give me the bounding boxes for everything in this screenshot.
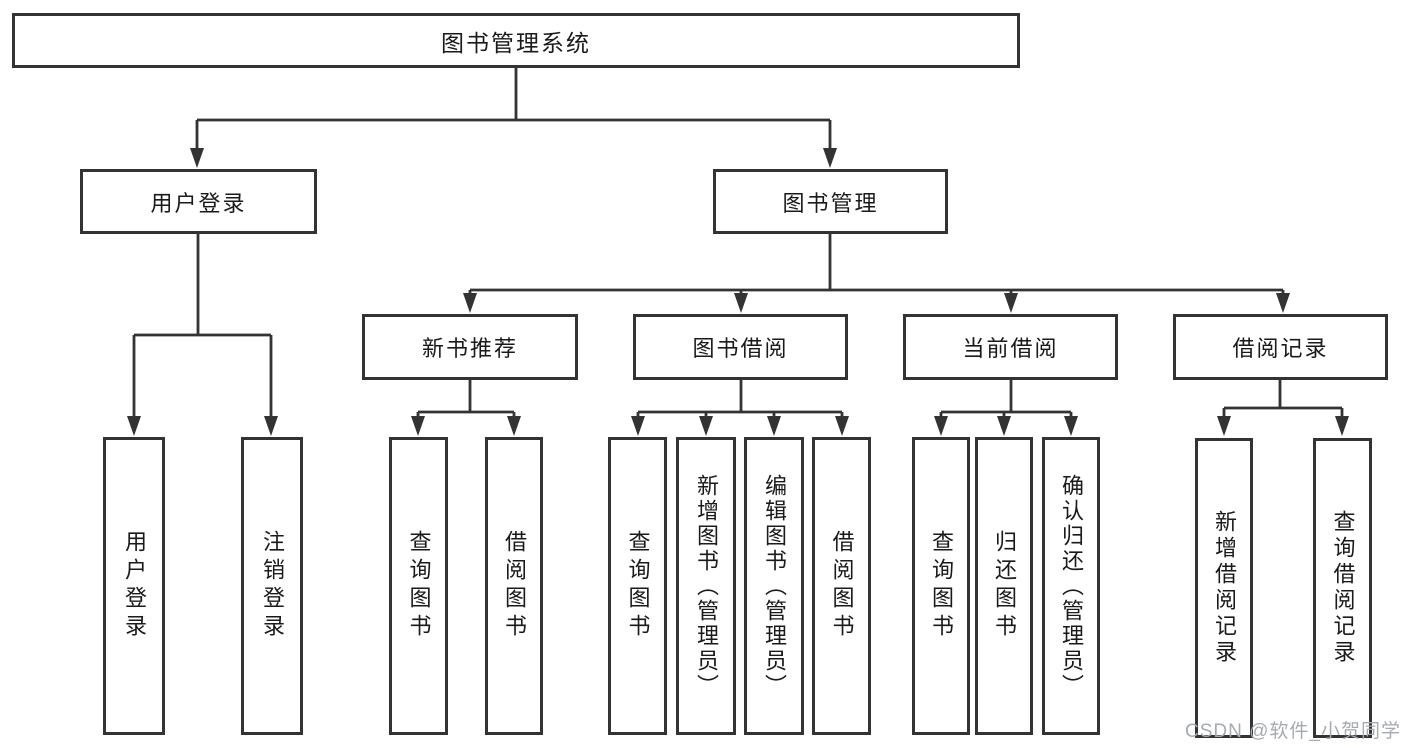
node-borrow-records: 借阅记录 (1173, 314, 1388, 380)
leaf-return-books: 归还图书 (975, 437, 1033, 735)
node-book-management: 图书管理 (713, 169, 948, 234)
node-label: 图书管理 (782, 190, 879, 216)
node-new-book-recommend: 新书推荐 (362, 314, 578, 380)
node-label: 归还图书 (992, 530, 1017, 642)
leaf-add-books-admin: 新增图书（管理员） (676, 437, 736, 735)
leaf-query-books-2: 查询图书 (608, 437, 667, 735)
leaf-borrow-books-2: 借阅图书 (812, 437, 871, 735)
leaf-query-books-1: 查询图书 (389, 437, 448, 735)
leaf-query-books-3: 查询图书 (912, 437, 970, 735)
node-label: 借阅图书 (829, 530, 855, 642)
node-label: 图书借阅 (692, 336, 789, 361)
leaf-borrow-books-1: 借阅图书 (485, 437, 543, 735)
csdn-watermark: CSDN @软件_小贺同学 (1185, 721, 1401, 742)
leaf-edit-books-admin: 编辑图书（管理员） (744, 437, 804, 735)
leaf-user-login: 用户登录 (103, 437, 165, 735)
node-user-login: 用户登录 (80, 169, 317, 234)
node-current-borrowing: 当前借阅 (903, 314, 1118, 380)
node-label: 图书管理系统 (441, 29, 591, 56)
node-label: 查询图书 (406, 530, 432, 642)
node-label: 编辑图书（管理员） (762, 473, 787, 699)
node-label: 用户登录 (150, 190, 247, 216)
node-label: 新增图书（管理员） (694, 473, 719, 699)
node-label: 查询图书 (625, 530, 651, 642)
node-book-borrowing: 图书借阅 (633, 314, 848, 380)
node-label: 新增借阅记录 (1212, 510, 1237, 666)
leaf-confirm-return-admin: 确认归还（管理员） (1042, 437, 1100, 735)
node-label: 查询图书 (929, 530, 954, 642)
node-library-management-system: 图书管理系统 (12, 13, 1020, 68)
node-label: 借阅记录 (1232, 336, 1329, 361)
leaf-query-borrow-record: 查询借阅记录 (1313, 438, 1372, 738)
node-label: 借阅图书 (502, 530, 527, 642)
node-label: 注销登录 (260, 530, 285, 642)
leaf-add-borrow-record: 新增借阅记录 (1195, 438, 1253, 738)
node-label: 当前借阅 (962, 336, 1059, 361)
arrowheads (127, 148, 1349, 436)
node-label: 新书推荐 (421, 336, 518, 361)
node-label: 确认归还（管理员） (1059, 473, 1084, 699)
node-label: 用户登录 (122, 530, 147, 642)
node-label: 查询借阅记录 (1330, 510, 1356, 666)
leaf-logout: 注销登录 (241, 437, 303, 735)
